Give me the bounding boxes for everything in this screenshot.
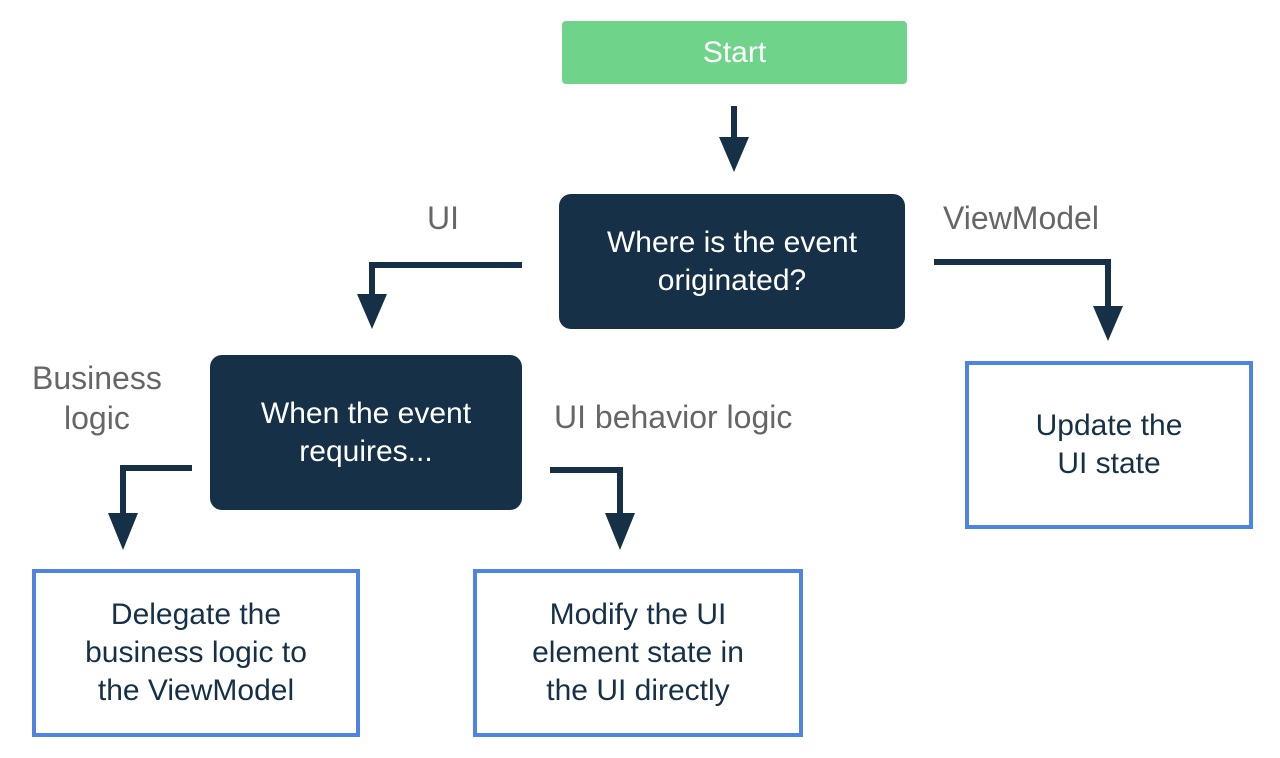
- arrowhead-business: [108, 513, 138, 550]
- start-label: Start: [702, 35, 767, 69]
- edge-label-ui-behavior-logic: UI behavior logic: [554, 399, 793, 435]
- arrowhead-start: [719, 137, 749, 172]
- start-node: Start: [562, 21, 907, 84]
- update-ui-state-node: Update the UI state: [965, 361, 1253, 529]
- update-ui-state-label: Update the UI state: [1035, 409, 1183, 480]
- edge-label-ui: UI: [427, 200, 459, 236]
- origin-decision-node: Where is the event originated?: [559, 194, 905, 329]
- delegate-logic-node: Delegate the business logic to the ViewM…: [32, 569, 360, 737]
- modify-ui-label: Modify the UI element state in the UI di…: [532, 598, 744, 707]
- arrow-requires-to-ui-behavior: [550, 467, 623, 514]
- arrow-origin-to-ui: [369, 262, 522, 295]
- arrowhead-viewmodel: [1093, 306, 1123, 341]
- requires-decision-label: When the event requires...: [260, 396, 472, 468]
- arrowhead-ui-behavior: [605, 513, 635, 550]
- origin-decision-label: Where is the event originated?: [606, 225, 858, 297]
- modify-ui-node: Modify the UI element state in the UI di…: [473, 569, 803, 737]
- edge-label-viewmodel: ViewModel: [943, 200, 1099, 236]
- arrow-requires-to-business: [120, 465, 192, 514]
- edge-label-business-logic: Business logic: [32, 360, 162, 436]
- arrowhead-ui: [357, 294, 387, 329]
- arrow-origin-to-viewmodel: [934, 259, 1111, 307]
- requires-decision-node: When the event requires...: [210, 355, 522, 510]
- delegate-logic-label: Delegate the business logic to the ViewM…: [85, 598, 307, 707]
